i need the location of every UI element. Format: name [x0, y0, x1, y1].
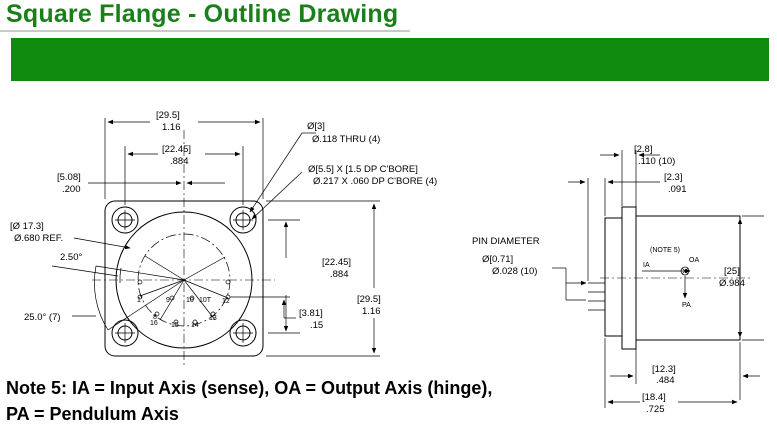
- dim-width-in: 1.16: [162, 122, 181, 133]
- mounting-hole-tl: [111, 206, 139, 234]
- dim-v-spacing-in: .884: [330, 269, 349, 280]
- dim-dia-mm: [25]: [724, 266, 740, 277]
- page-title: Square Flange - Outline Drawing: [6, 0, 399, 28]
- dim-offset-mm: [5.08]: [57, 172, 81, 183]
- dim-pin-dia-in: Ø.028 (10): [492, 266, 537, 277]
- dim-height-mm: [29.5]: [357, 294, 381, 305]
- axis-note-line2: PA = Pendulum Axis: [6, 404, 179, 424]
- pin-label-12: 12: [222, 298, 230, 305]
- dim-flange-thk-mm: [2.8]: [634, 144, 653, 155]
- dim-hole-spacing-mm: [22.45]: [162, 144, 191, 155]
- dim-cbore-mm: Ø[5.5] X [1.5 DP C'BORE]: [308, 164, 418, 175]
- axis-oa-label: OA: [689, 257, 699, 264]
- dim-pin-offset-mm: [3.81]: [299, 308, 323, 319]
- pin-label-14: 14: [191, 322, 199, 329]
- dim-cbore-in: Ø.217 X .060 DP C'BORE (4): [313, 176, 437, 187]
- note5-label: (NOTE 5): [650, 247, 680, 254]
- axis-pa-label: PA: [682, 302, 691, 309]
- axis-note-line1: Note 5: IA = Input Axis (sense), OA = Ou…: [6, 378, 493, 398]
- mounting-hole-br: [229, 319, 257, 347]
- dim-angle-small: 2.50°: [60, 252, 82, 263]
- side-header: [604, 217, 623, 337]
- front-view: 1 8 9 10 10T 12 13 14 15 16 [29.5] 1.16 …: [10, 110, 437, 368]
- mounting-hole-bl: [111, 319, 139, 347]
- pin-label-13: 13: [209, 315, 217, 322]
- axis-note: Note 5: IA = Input Axis (sense), OA = Ou…: [6, 375, 606, 427]
- green-banner: [11, 38, 769, 81]
- pin-label-15: 15: [171, 322, 179, 329]
- axis-ia-label: IA: [643, 262, 650, 269]
- dim-angle-large: 25.0° (7): [24, 312, 61, 323]
- dim-ref-dia-in: Ø.680 REF.: [14, 233, 63, 244]
- dim-hole-dia-in: Ø.118 THRU (4): [312, 134, 380, 145]
- dim-ref-dia-mm: [Ø 17.3]: [10, 221, 44, 232]
- dim-total-len-mm: [18.4]: [642, 392, 666, 403]
- mounting-hole-tr: [229, 206, 257, 234]
- pin-diameter-label: PIN DIAMETER: [472, 236, 540, 247]
- pins: [137, 279, 231, 325]
- dim-total-len-in: .725: [646, 404, 665, 415]
- dim-pin-offset-in: .15: [310, 320, 323, 331]
- dim-width-mm: [29.5]: [156, 110, 180, 121]
- dim-body-len-in: .484: [656, 375, 675, 386]
- pin-label-10: 10: [186, 297, 194, 304]
- pin-label-9: 9: [166, 297, 170, 304]
- dim-hole-spacing-in: .884: [170, 156, 189, 167]
- pin-label-10t: 10T: [199, 297, 212, 304]
- dim-hole-dia-mm: Ø[3]: [307, 121, 325, 132]
- pin-label-8: 8: [153, 314, 157, 321]
- dim-flange-thk-in: .110 (10): [638, 156, 675, 167]
- dim-body-len-mm: [12.3]: [652, 364, 676, 375]
- title-underline: [0, 30, 410, 32]
- dim-pin-len-in: .091: [668, 184, 687, 195]
- dim-offset-in: .200: [62, 184, 81, 195]
- dim-v-spacing-mm: [22.45]: [322, 257, 351, 268]
- dim-pin-len-mm: [2.3]: [664, 172, 683, 183]
- dim-pin-dia-mm: Ø[0.71]: [482, 254, 513, 265]
- dim-height-in: 1.16: [362, 306, 381, 317]
- side-pins: [588, 282, 605, 311]
- dim-dia-in: Ø.984: [719, 278, 745, 289]
- side-view: IA OA PA (NOTE 5) [2.8] .110 (10) [2.3] …: [472, 144, 764, 415]
- pin-label-1: 1: [137, 297, 141, 304]
- pin-label-16: 16: [150, 320, 158, 327]
- pin-circle: [137, 233, 231, 327]
